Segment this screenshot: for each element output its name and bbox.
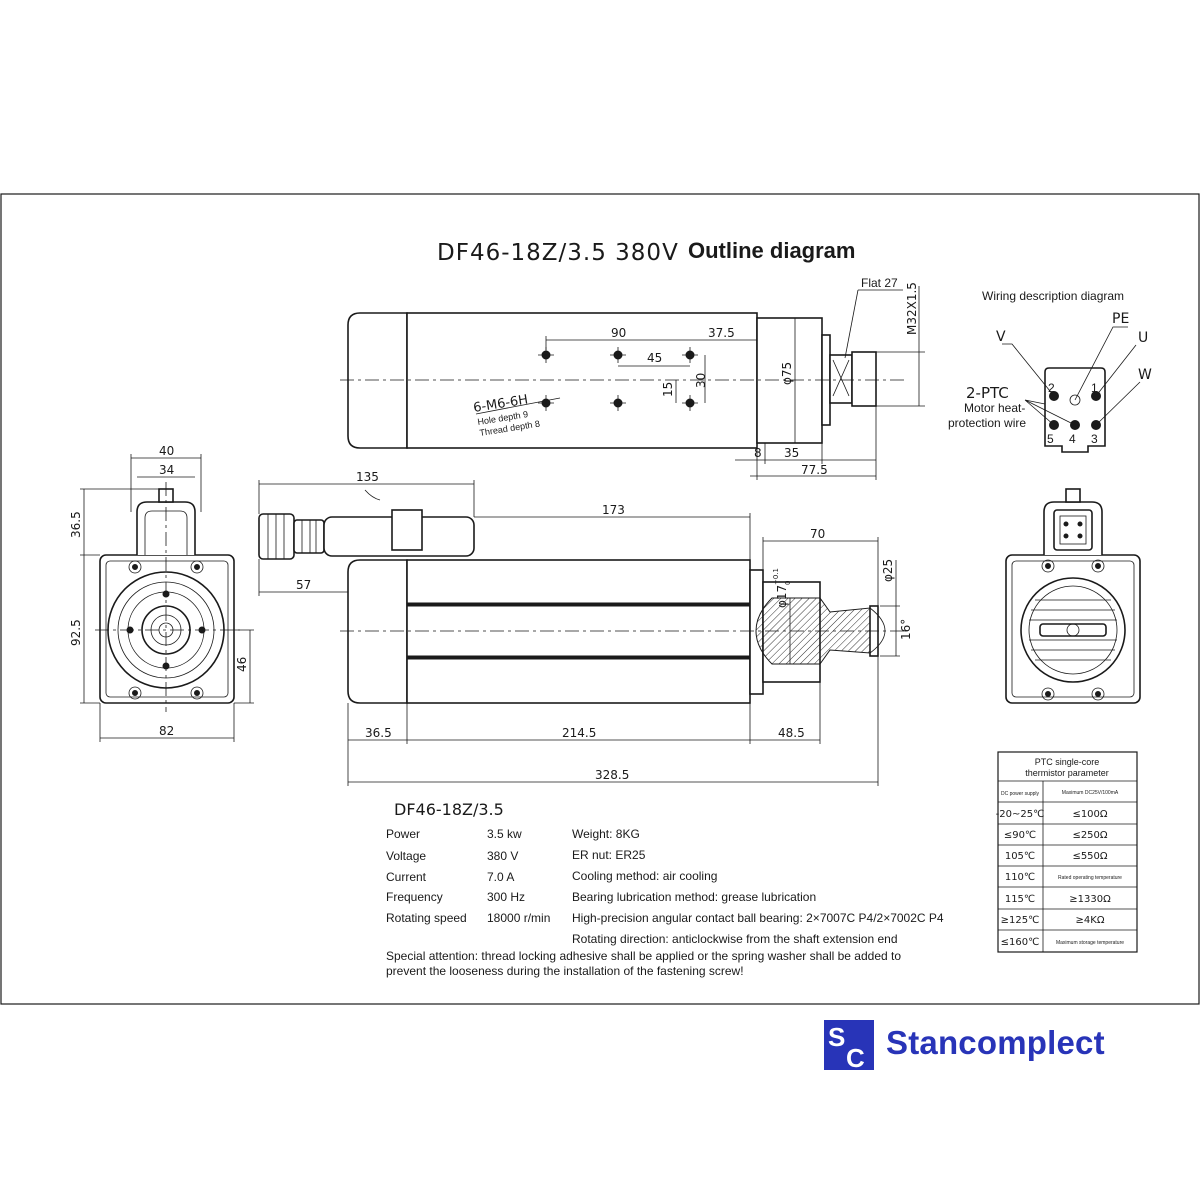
ptc-title-2: thermistor parameter: [1025, 768, 1109, 778]
ptc-table: PTC single-core thermistor parameter DC …: [996, 751, 1138, 953]
brand-logo-mark: S C: [828, 1022, 865, 1073]
brand-logo-letter-s: S: [828, 1022, 845, 1052]
ptc-row-3-value: ≤550Ω: [1072, 851, 1107, 862]
dim-phi17: φ17: [775, 585, 789, 608]
side-view: 135 173 70 φ25 φ17 +0.1 0 16° 57 36.5 21…: [258, 470, 913, 786]
spec-frequency-label: Frequency: [386, 890, 443, 904]
pin-4: 4: [1069, 432, 1076, 446]
pin-1: 1: [1091, 381, 1098, 395]
dim-77-5: 77.5: [801, 463, 828, 477]
ptc-header-left: DC power supply: [1001, 791, 1040, 797]
spec-model: DF46-18Z/3.5: [394, 800, 504, 819]
dim-phi75: φ75: [780, 362, 794, 385]
thread-m32-label: M32X1.5: [905, 282, 919, 335]
pin-2: 2: [1048, 381, 1055, 395]
spec-current-label: Current: [386, 870, 427, 884]
wiring-title: Wiring description diagram: [982, 289, 1124, 303]
spec-current-value: 7.0 A: [487, 870, 514, 884]
dim-48-5: 48.5: [778, 726, 805, 740]
drawing-title: DF46-18Z/3.5 380V Outline diagram: [437, 238, 855, 266]
label-pe: PE: [1112, 311, 1129, 327]
dim-angle: 16°: [899, 619, 913, 640]
spec-speed-value: 18000 r/min: [487, 911, 550, 925]
mounting-holes: [538, 347, 698, 411]
note-er-nut: ER nut: ER25: [572, 848, 646, 862]
dim-36-5-front: 36.5: [69, 511, 83, 538]
ptc-row-5-value: ≥1330Ω: [1069, 894, 1111, 905]
attention-line-2: prevent the looseness during the install…: [386, 964, 744, 978]
label-motor-heat: Motor heat-: [964, 401, 1025, 415]
pin-5: 5: [1047, 432, 1054, 446]
wiring-diagram: Wiring description diagram 2 1 5 4 3 V P…: [948, 289, 1152, 453]
title-model: DF46-18Z/3.5 380V: [437, 240, 679, 266]
label-w: W: [1138, 367, 1152, 383]
top-view: 90 37.5 45 30 15 φ75 Flat 27 M32X1.5 8 3…: [340, 276, 925, 480]
rear-view: [1005, 488, 1141, 704]
label-v: V: [996, 329, 1006, 345]
dim-phi17-tol0: 0: [784, 581, 792, 585]
label-u: U: [1138, 330, 1148, 346]
ptc-row-5-temp: 115℃: [1005, 894, 1035, 905]
ptc-title-1: PTC single-core: [1035, 757, 1100, 767]
ptc-row-1-value: ≤100Ω: [1072, 809, 1107, 820]
pin-3: 3: [1091, 432, 1098, 446]
label-ptc: 2-PTC: [966, 384, 1009, 402]
spec-voltage-label: Voltage: [386, 849, 426, 863]
dim-328-5: 328.5: [595, 768, 629, 782]
spec-voltage-value: 380 V: [487, 849, 518, 863]
ptc-row-6-temp: ≥125℃: [1001, 915, 1040, 926]
ptc-row-7-temp: ≤160℃: [1001, 937, 1040, 948]
dim-173: 173: [602, 503, 625, 517]
dim-90: 90: [611, 326, 626, 340]
dim-82: 82: [159, 724, 174, 738]
dim-45: 45: [647, 351, 662, 365]
dim-phi25: φ25: [881, 559, 895, 582]
ptc-row-2-value: ≤250Ω: [1072, 830, 1107, 841]
ptc-row-4-value: Rated operating temperature: [1058, 875, 1122, 881]
spec-frequency-value: 300 Hz: [487, 890, 525, 904]
note-rotation: Rotating direction: anticlockwise from t…: [572, 932, 898, 946]
dim-214-5: 214.5: [562, 726, 596, 740]
ptc-row-6-value: ≥4KΩ: [1076, 915, 1105, 926]
dim-34: 34: [159, 463, 174, 477]
spec-speed-label: Rotating speed: [386, 911, 467, 925]
dim-135: 135: [356, 470, 379, 484]
dim-46: 46: [235, 657, 249, 672]
brand-logo-icon[interactable]: S C: [824, 1020, 874, 1073]
ptc-row-7-value: Maximum storage temperature: [1056, 940, 1124, 946]
dim-8: 8: [754, 446, 762, 460]
dim-92-5: 92.5: [69, 619, 83, 646]
brand-name[interactable]: Stancomplect: [886, 1024, 1105, 1061]
dim-57: 57: [296, 578, 311, 592]
ptc-row-2-temp: ≤90℃: [1004, 830, 1036, 841]
dim-30: 30: [694, 373, 708, 388]
note-lubrication: Bearing lubrication method: grease lubri…: [572, 890, 816, 904]
spec-block: DF46-18Z/3.5 Power 3.5 kw Voltage 380 V …: [386, 800, 944, 978]
note-weight: Weight: 8KG: [572, 827, 640, 841]
ptc-row-4-temp: 110℃: [1005, 872, 1035, 883]
drawing-frame: [0, 193, 1200, 1005]
dim-40: 40: [159, 444, 174, 458]
dim-15: 15: [661, 382, 675, 397]
spec-power-value: 3.5 kw: [487, 827, 522, 841]
dim-35: 35: [784, 446, 799, 460]
dim-36-5-side: 36.5: [365, 726, 392, 740]
dim-phi17-tol: +0.1: [772, 568, 780, 585]
ptc-row-3-temp: 105℃: [1005, 851, 1035, 862]
label-protection: protection wire: [948, 416, 1026, 430]
ptc-header-right: Maximum DC25V/100mA: [1062, 790, 1119, 796]
spec-power-label: Power: [386, 827, 420, 841]
dim-37-5: 37.5: [708, 326, 735, 340]
note-bearing: High-precision angular contact ball bear…: [572, 911, 944, 925]
title-suffix: Outline diagram: [688, 238, 855, 263]
attention-line-1: Special attention: thread locking adhesi…: [386, 949, 901, 963]
front-view: 40 34 36.5 92.5 46 82: [69, 444, 254, 742]
brand-logo-letter-c: C: [846, 1043, 865, 1070]
ptc-row-1-temp: -20~25℃: [996, 809, 1045, 820]
dim-70: 70: [810, 527, 825, 541]
flat-27-label: Flat 27: [861, 276, 898, 290]
note-cooling: Cooling method: air cooling: [572, 869, 717, 883]
